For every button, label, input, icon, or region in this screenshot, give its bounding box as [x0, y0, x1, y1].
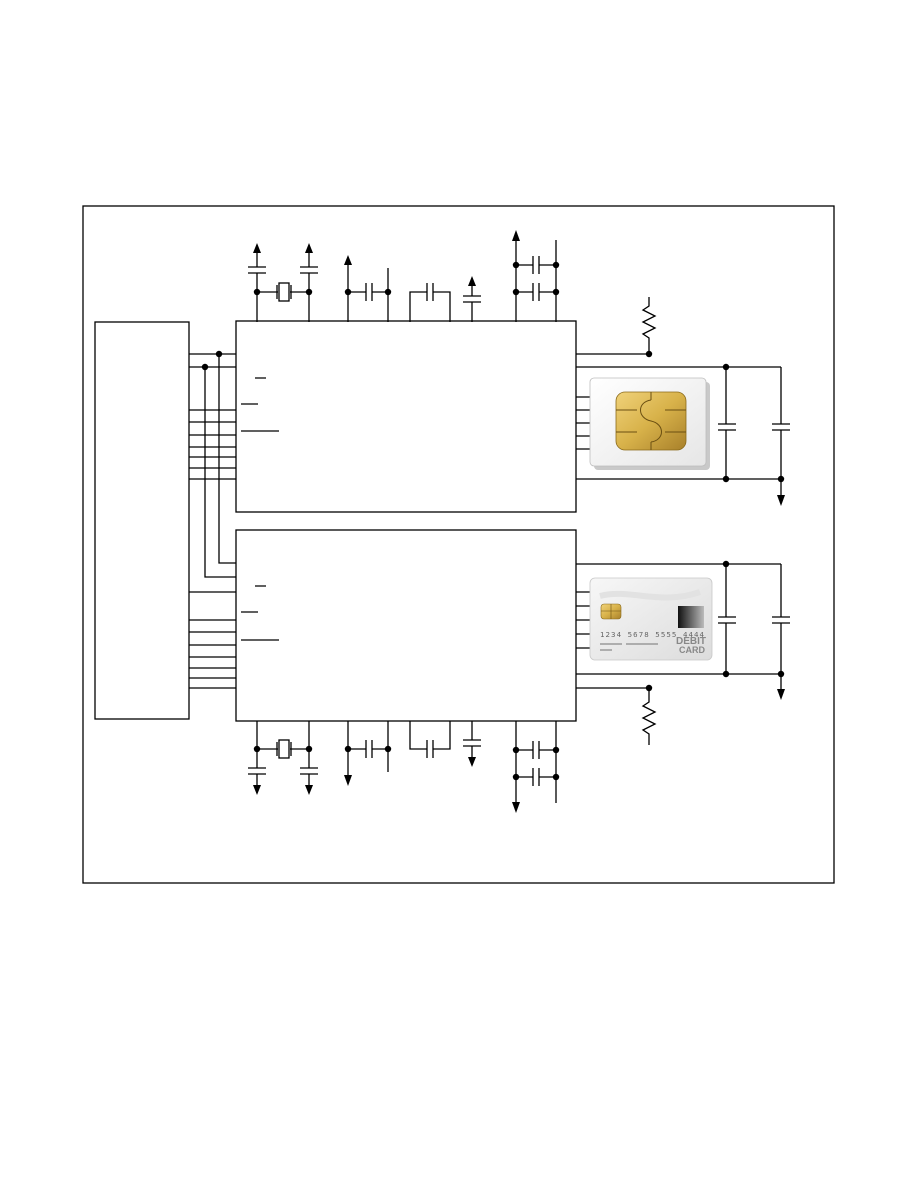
upper-bus-wires: [189, 350, 279, 480]
debit-card-word-card: CARD: [679, 645, 705, 655]
upper-card-wiring: [576, 297, 790, 506]
upper-supply-capacitors: [512, 230, 560, 322]
debit-hologram: [678, 606, 704, 628]
host-controller-block: [94, 321, 190, 720]
upper-interface-ic: [235, 320, 577, 513]
lower-interface-ic: [235, 529, 577, 722]
shared-control-wires: [204, 354, 236, 578]
lower-pump-capacitor: [409, 721, 481, 767]
debit-card-number: 1234 5678 5555 4444: [600, 630, 705, 639]
sim-card-picture: [589, 377, 710, 470]
lower-decoupling-network: [344, 721, 392, 786]
upper-decoupling-network: [344, 255, 392, 322]
lower-bus-wires: [189, 585, 279, 689]
figure-frame: [82, 205, 835, 884]
lower-supply-capacitors: [512, 721, 560, 813]
lower-card-wiring: [576, 560, 790, 745]
upper-crystal-network: [248, 243, 318, 322]
debit-card-word-debit: DEBIT: [676, 636, 706, 647]
lower-crystal-network: [248, 721, 318, 795]
debit-card-picture: 1234 5678 5555 4444 DEBIT CARD: [589, 577, 713, 661]
upper-pump-capacitor: [409, 276, 481, 322]
